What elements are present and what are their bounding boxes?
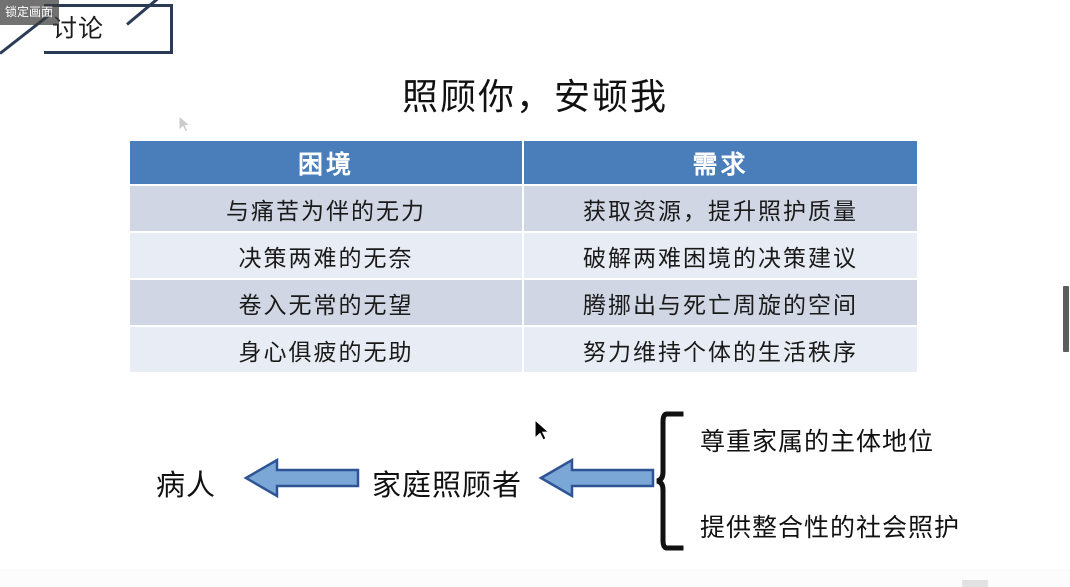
curly-brace-icon <box>656 411 684 551</box>
left-arrow-icon-patient <box>243 457 360 499</box>
table-header-needs: 需求 <box>524 141 917 184</box>
brace-item-respect-family: 尊重家属的主体地位 <box>700 427 935 456</box>
table-cell-need: 腾挪出与死亡周旋的空间 <box>524 280 917 325</box>
flow-label-caregiver: 家庭照顾者 <box>372 468 523 502</box>
table-cell-need: 获取资源，提升照护质量 <box>524 186 917 231</box>
bottom-toolbar-strip <box>0 569 1070 587</box>
vertical-scrollbar-thumb[interactable] <box>1063 286 1069 352</box>
table-row: 决策两难的无奈 破解两难困境的决策建议 <box>130 233 917 278</box>
vertical-scrollbar-track[interactable] <box>1063 0 1070 587</box>
brace-item-integrated-care: 提供整合性的社会照护 <box>700 513 961 542</box>
table-cell-predicament: 与痛苦为伴的无力 <box>130 186 522 231</box>
predicament-needs-table: 困境 需求 与痛苦为伴的无力 获取资源，提升照护质量 决策两难的无奈 破解两难困… <box>128 139 919 374</box>
bottom-toolbar-glyph <box>962 580 988 587</box>
table-cell-predicament: 卷入无常的无望 <box>130 280 522 325</box>
decorative-section-label: 讨论 <box>52 14 105 43</box>
left-arrow-icon-caregiver <box>538 457 655 499</box>
flow-label-patient: 病人 <box>156 468 217 502</box>
table-row: 卷入无常的无望 腾挪出与死亡周旋的空间 <box>130 280 917 325</box>
table-cell-predicament: 决策两难的无奈 <box>130 233 522 278</box>
table-cell-need: 破解两难困境的决策建议 <box>524 233 917 278</box>
table-header-predicament: 困境 <box>130 141 522 184</box>
mouse-cursor-icon <box>534 418 550 441</box>
lock-screen-badge[interactable]: 锁定画面 <box>0 0 60 25</box>
table-cell-predicament: 身心俱疲的无助 <box>130 327 522 372</box>
table-header-row: 困境 需求 <box>130 141 917 184</box>
table-cell-need: 努力维持个体的生活秩序 <box>524 327 917 372</box>
decorative-diagonal-line-right <box>126 0 162 26</box>
page-title: 照顾你，安顿我 <box>401 77 668 118</box>
table-row: 与痛苦为伴的无力 获取资源，提升照护质量 <box>130 186 917 231</box>
table-row: 身心俱疲的无助 努力维持个体的生活秩序 <box>130 327 917 372</box>
